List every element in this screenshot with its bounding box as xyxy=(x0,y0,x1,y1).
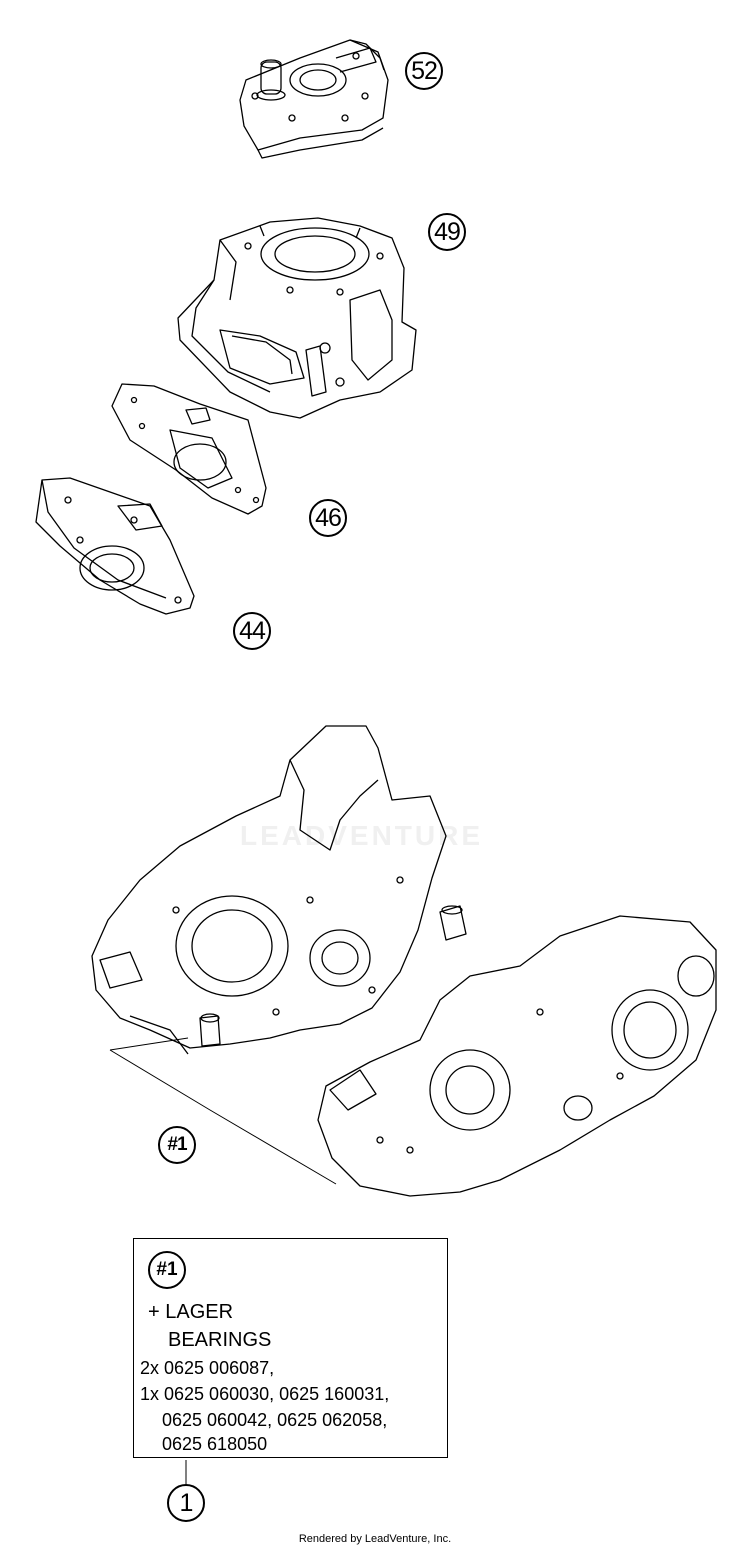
part-49-cylinder[interactable] xyxy=(177,217,417,419)
part-52-cylinder-head[interactable] xyxy=(239,39,389,159)
note-line: + LAGER xyxy=(148,1301,234,1323)
part-44-intake-flange[interactable] xyxy=(35,477,195,615)
part-46-gasket[interactable] xyxy=(111,383,267,515)
footer-credit: Rendered by LeadVenture, Inc. xyxy=(298,1533,452,1545)
part-group-1-crankcase-right[interactable] xyxy=(317,905,717,1197)
note-line: 0625 060042, 0625 062058, xyxy=(162,1410,388,1430)
callout-group-1[interactable]: #1 xyxy=(158,1126,196,1164)
watermark: LEADVENTURE xyxy=(240,820,484,851)
note-box: #1 + LAGER BEARINGS 2x 0625 006087, 1x 0… xyxy=(133,1238,448,1458)
callout-52[interactable]: 52 xyxy=(405,52,443,90)
note-line: 2x 0625 006087, xyxy=(140,1358,275,1378)
note-line: 1x 0625 060030, 0625 160031, xyxy=(140,1384,390,1404)
callout-1[interactable]: 1 xyxy=(167,1484,205,1522)
note-line: BEARINGS xyxy=(168,1329,272,1351)
callout-44[interactable]: 44 xyxy=(233,612,271,650)
callout-46[interactable]: 46 xyxy=(309,499,347,537)
callout-49[interactable]: 49 xyxy=(428,213,466,251)
leader-lines xyxy=(109,1037,337,1484)
part-group-1-crankcase-left[interactable] xyxy=(91,725,447,1055)
note-ref-badge: #1 xyxy=(148,1251,186,1289)
note-line: 0625 618050 xyxy=(162,1434,268,1454)
